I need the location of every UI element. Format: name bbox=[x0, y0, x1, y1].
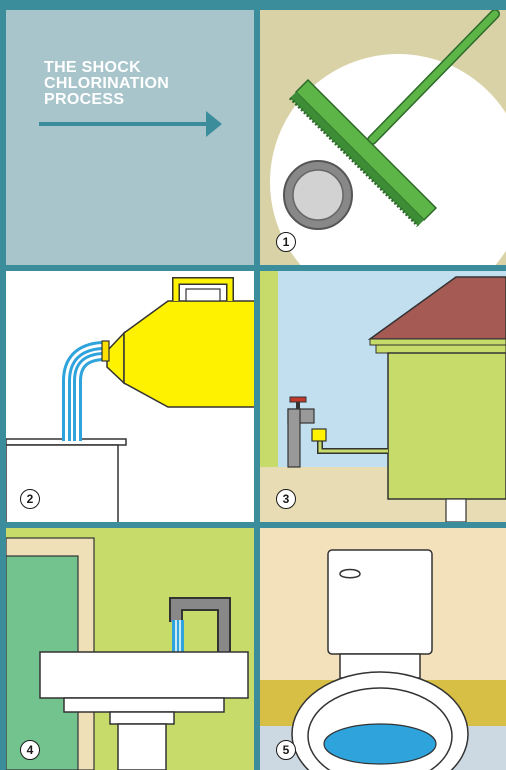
roof bbox=[367, 276, 506, 354]
water-stream bbox=[62, 341, 104, 441]
water-tank bbox=[387, 352, 506, 500]
tap-icon bbox=[169, 597, 231, 656]
panel-step-5: 5 bbox=[260, 528, 506, 770]
tank-scene bbox=[260, 271, 506, 522]
toilet-icon bbox=[291, 549, 469, 770]
chlorine-jug-icon bbox=[101, 277, 254, 408]
tank-stand bbox=[445, 498, 467, 522]
toilet-scene bbox=[260, 549, 506, 770]
title-line-1: THE SHOCK bbox=[44, 59, 141, 76]
title-line-2: CHLORINATION bbox=[44, 75, 170, 92]
drain-icon bbox=[283, 160, 353, 230]
panel-step-3: 3 bbox=[260, 271, 506, 522]
title-line-3: PROCESS bbox=[44, 91, 125, 108]
right-arrow-icon bbox=[39, 111, 222, 137]
step-number-3: 3 bbox=[276, 489, 296, 509]
faucet-icon bbox=[287, 396, 327, 468]
panel-step-1: 1 bbox=[260, 10, 506, 265]
pour-scene bbox=[6, 277, 254, 522]
sink-icon bbox=[39, 651, 249, 770]
step-number-2: 2 bbox=[20, 489, 40, 509]
step-number-4: 4 bbox=[20, 740, 40, 760]
title-panel: THE SHOCK CHLORINATION PROCESS bbox=[6, 10, 254, 265]
step-number-5: 5 bbox=[276, 740, 296, 760]
panel-step-2: 2 bbox=[6, 271, 254, 522]
step-number-1: 1 bbox=[276, 232, 296, 252]
diagram-title: THE SHOCK CHLORINATION PROCESS bbox=[44, 60, 169, 108]
broom-icon bbox=[288, 10, 500, 228]
title-arrow-layer bbox=[39, 111, 222, 137]
sink-scene bbox=[6, 537, 249, 770]
panel-step-4: 4 bbox=[6, 528, 254, 770]
wall-edge bbox=[260, 271, 278, 522]
well-tank bbox=[6, 438, 127, 522]
broom-scene bbox=[270, 10, 506, 265]
